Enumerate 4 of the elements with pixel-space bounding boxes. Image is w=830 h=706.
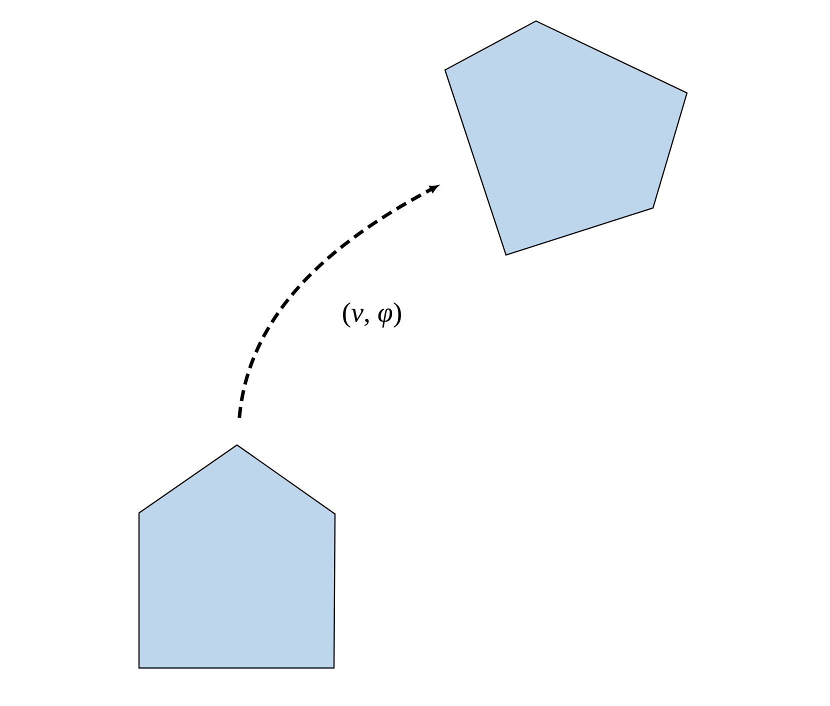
pentagon xyxy=(138,444,336,669)
edge-label: (v, φ) xyxy=(343,302,401,328)
arrow xyxy=(238,185,438,418)
pentagon xyxy=(444,20,688,256)
